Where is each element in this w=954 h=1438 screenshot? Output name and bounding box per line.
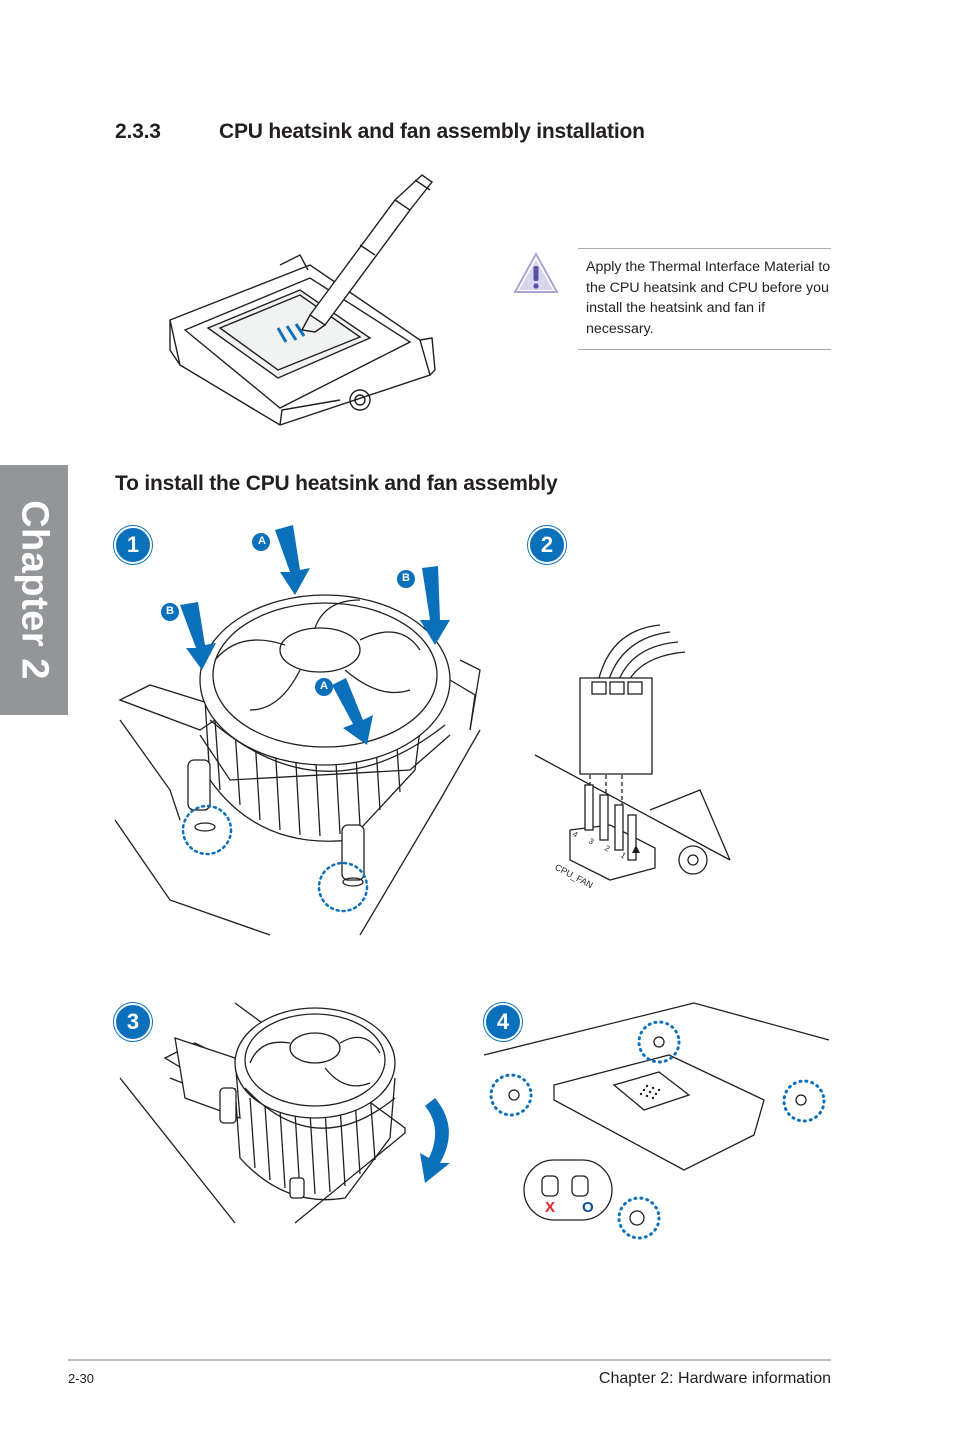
- warning-triangle-icon: [513, 251, 559, 293]
- footer-rule: [68, 1359, 831, 1361]
- thermal-paste-illustration: [169, 174, 436, 426]
- step-1-label-b-right: B: [402, 572, 410, 584]
- install-subheading: To install the CPU heatsink and fan asse…: [115, 472, 558, 495]
- step-2-connector-illustration: [534, 624, 731, 881]
- step-1-label-a-top: A: [258, 535, 266, 547]
- chapter-tab: Chapter 2: [0, 465, 68, 715]
- step-4-board-rear-illustration: [483, 1002, 830, 1240]
- step-1-label-b-left: B: [166, 605, 174, 617]
- step-1-badge: 1: [114, 526, 152, 564]
- chapter-tab-label: Chapter 2: [13, 500, 56, 680]
- step-3-installed-heatsink-illustration: [119, 1002, 450, 1224]
- section-title-text: CPU heatsink and fan assembly installati…: [219, 120, 645, 143]
- step-1-heatsink-illustration: [114, 525, 481, 936]
- note-text: Apply the Thermal Interface Material to …: [586, 259, 831, 337]
- step-2-badge: 2: [528, 526, 566, 564]
- step-4-badge: 4: [484, 1003, 522, 1041]
- footer-chapter: Chapter 2: Hardware information: [598, 1370, 831, 1387]
- footer-page-number: 2-30: [68, 1371, 95, 1386]
- step-3-badge: 3: [114, 1003, 152, 1041]
- step-1-label-a-center: A: [320, 680, 328, 692]
- step-4-mark-x: X: [545, 1199, 556, 1216]
- section-title: 2.3.3 CPU heatsink and fan assembly insta…: [115, 120, 645, 144]
- section-number: 2.3.3: [115, 120, 161, 143]
- step-4-mark-o: O: [582, 1199, 594, 1216]
- note-box: [578, 248, 831, 350]
